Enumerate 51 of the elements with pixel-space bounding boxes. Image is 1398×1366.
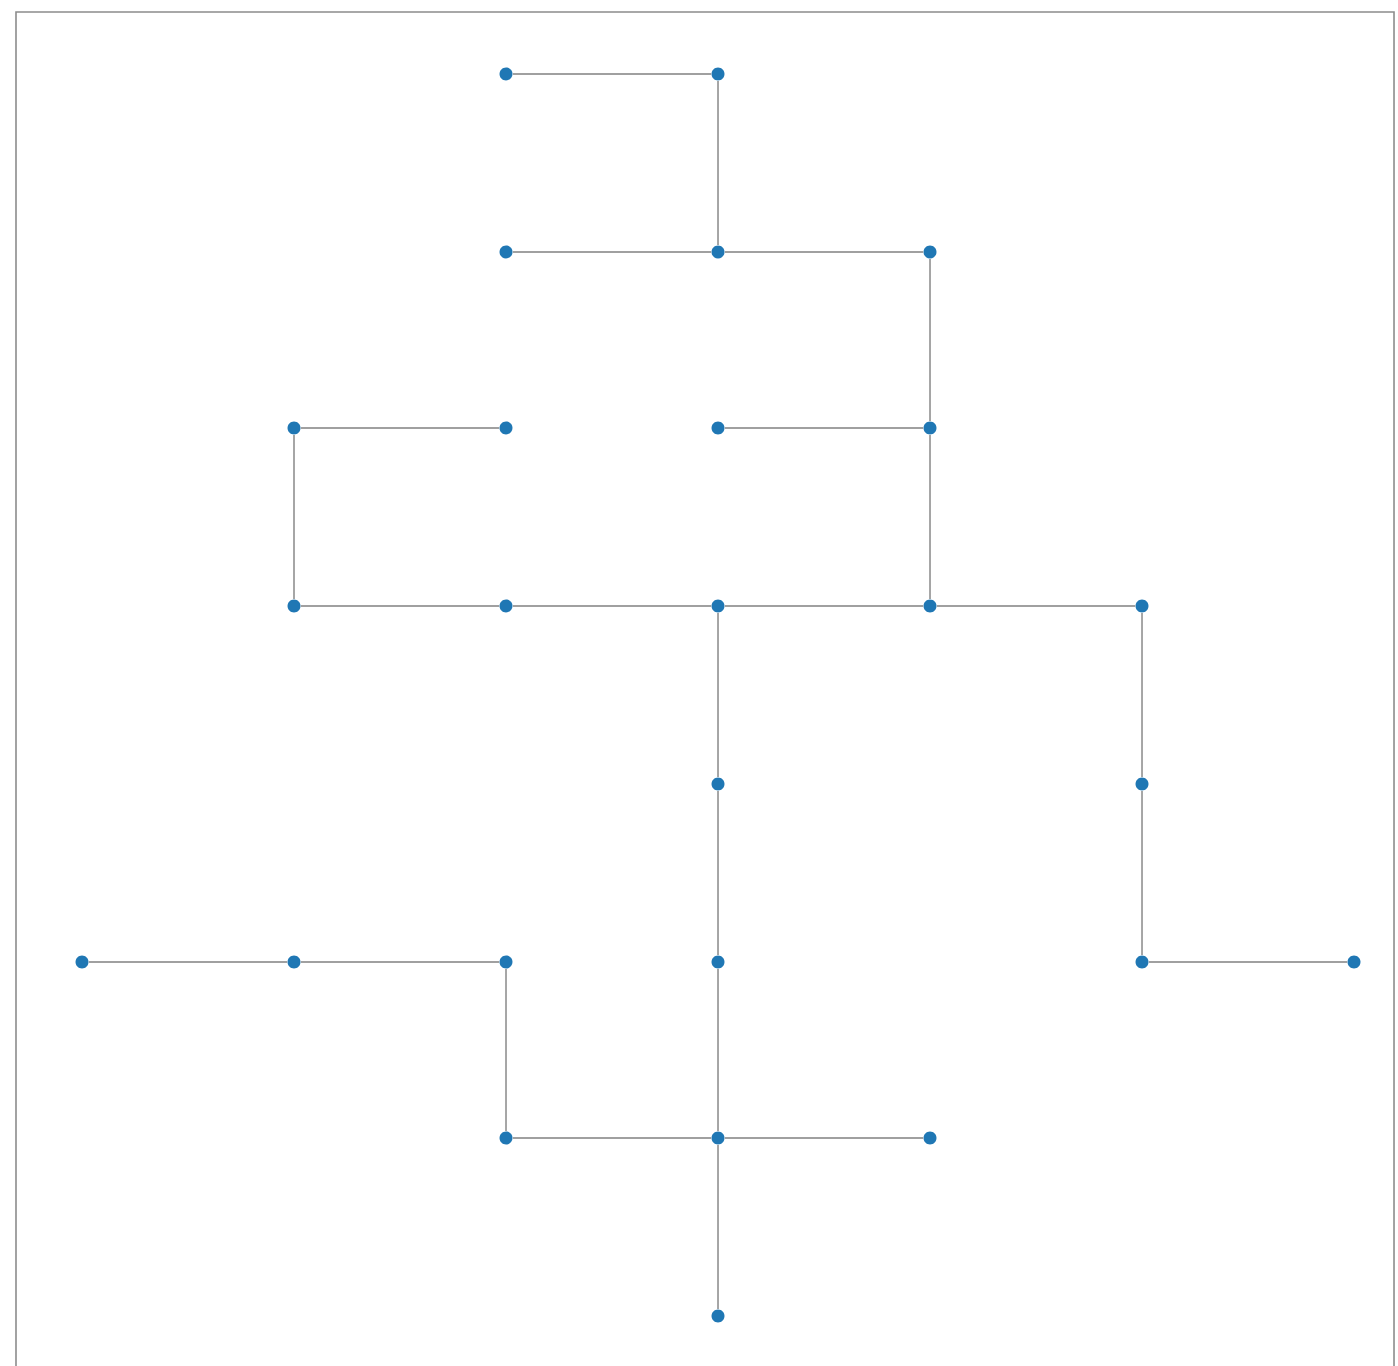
graph-vertex: [711, 245, 725, 259]
graph-vertex: [1135, 599, 1149, 613]
graph-edge: [724, 1137, 924, 1139]
graph-vertex: [1135, 955, 1149, 969]
graph-vertex: [499, 421, 513, 435]
graph-vertex: [75, 955, 89, 969]
graph-vertex: [711, 955, 725, 969]
graph-edge: [512, 73, 712, 75]
graph-edge: [293, 434, 295, 600]
graph-edge: [512, 605, 712, 607]
graph-edge: [724, 427, 924, 429]
graph-edge: [512, 251, 712, 253]
graph-vertex: [711, 777, 725, 791]
graph-edge: [717, 1144, 719, 1310]
graph-vertex: [923, 599, 937, 613]
graph-edge: [724, 605, 924, 607]
graph-edge: [717, 790, 719, 956]
graph-edge: [505, 968, 507, 1132]
graph-vertex: [499, 1131, 513, 1145]
graph-vertex: [499, 599, 513, 613]
graph-edge: [1148, 961, 1348, 963]
graph-vertex: [499, 955, 513, 969]
graph-vertex: [499, 67, 513, 81]
graph-vertex: [711, 599, 725, 613]
graph-vertex: [923, 245, 937, 259]
graph-edge: [936, 605, 1136, 607]
graph-vertex: [711, 67, 725, 81]
graph-vertex: [287, 421, 301, 435]
graph-vertex: [711, 1309, 725, 1323]
graph-edge: [717, 968, 719, 1132]
graph-edge: [512, 1137, 712, 1139]
graph-vertex: [923, 1131, 937, 1145]
graph-vertex: [287, 599, 301, 613]
graph-edge: [300, 427, 500, 429]
graph-edge: [1141, 612, 1143, 778]
graph-edge: [929, 258, 931, 422]
graph-vertex: [499, 245, 513, 259]
graph-edge: [724, 251, 924, 253]
graph-edge: [1141, 790, 1143, 956]
graph-edge: [717, 612, 719, 778]
graph-vertex: [923, 421, 937, 435]
graph-vertex: [1135, 777, 1149, 791]
graph-edge: [300, 605, 500, 607]
graph-vertex: [711, 1131, 725, 1145]
graph-edge: [717, 80, 719, 246]
graph-vertex: [711, 421, 725, 435]
graph-edge: [88, 961, 288, 963]
graph-edge: [929, 434, 931, 600]
graph-vertex: [1347, 955, 1361, 969]
graph-edge: [300, 961, 500, 963]
graph-vertex: [287, 955, 301, 969]
